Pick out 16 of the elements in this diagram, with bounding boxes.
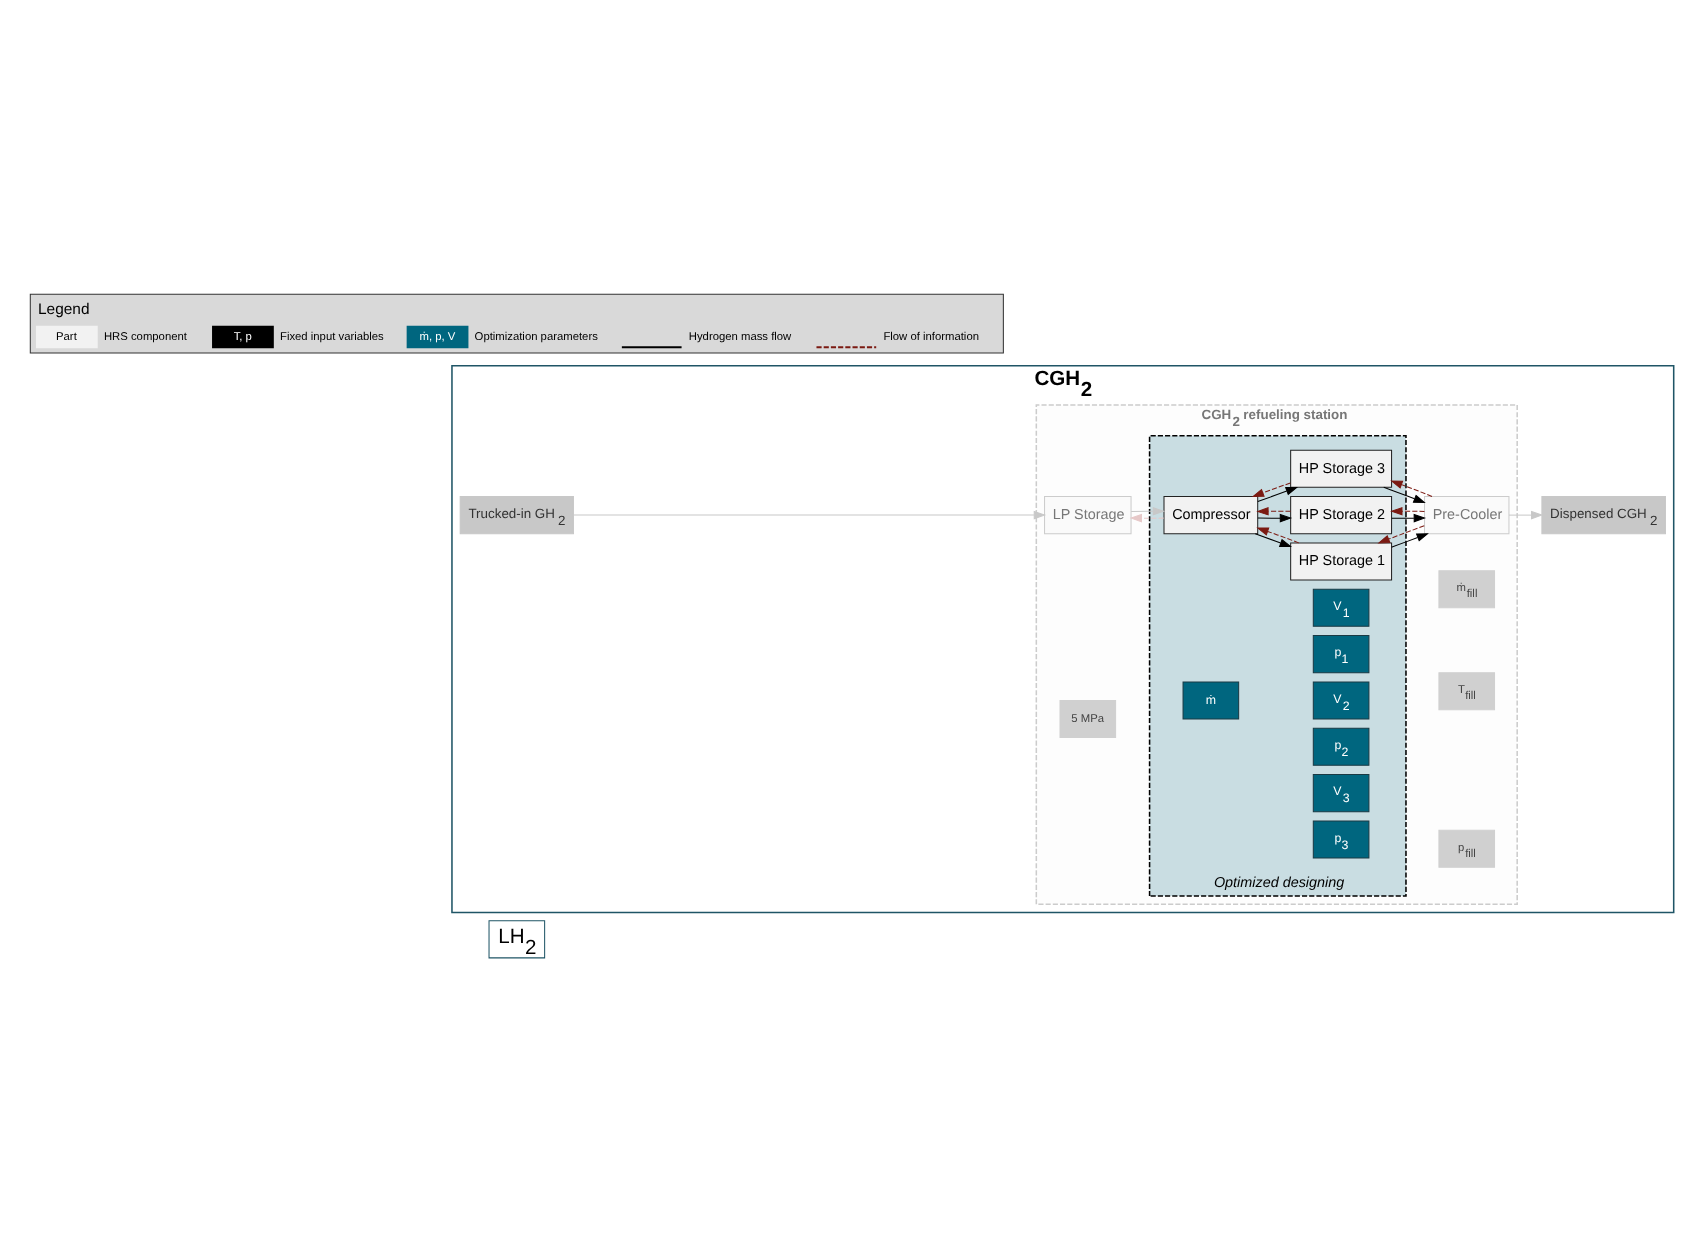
arrow xyxy=(1254,533,1292,548)
arrow xyxy=(1251,482,1291,498)
arrow xyxy=(1377,525,1425,544)
arrow xyxy=(1256,506,1292,516)
arrow xyxy=(1391,533,1429,548)
arrow xyxy=(1256,527,1300,544)
arrow xyxy=(1383,486,1426,504)
arrow xyxy=(573,510,1047,520)
arrow xyxy=(1391,513,1427,523)
arrow xyxy=(1129,513,1165,523)
arrow xyxy=(1257,513,1293,523)
arrow xyxy=(1130,506,1166,516)
arrow xyxy=(1390,480,1433,497)
arrow xyxy=(1257,486,1299,502)
arrow xyxy=(1508,510,1544,520)
arrow xyxy=(1390,506,1425,516)
